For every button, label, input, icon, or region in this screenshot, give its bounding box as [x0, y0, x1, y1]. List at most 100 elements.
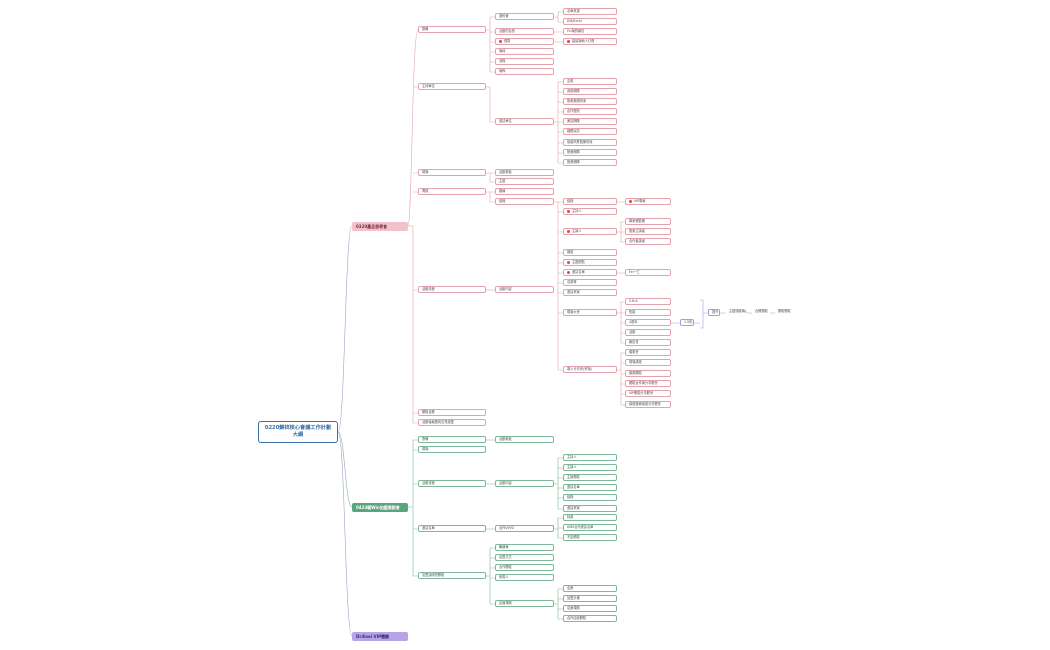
- mind-node[interactable]: 活動內容: [495, 480, 554, 487]
- mind-node[interactable]: 場佈: [495, 68, 554, 75]
- category-franchise-expo[interactable]: 0423暖Win加盟展說會: [352, 503, 408, 512]
- mind-node[interactable]: 籌備: [418, 436, 486, 443]
- mind-node[interactable]: 路線: [495, 188, 554, 195]
- mind-node[interactable]: 主題觀點: [563, 259, 617, 266]
- mind-node[interactable]: 專家經驗團: [625, 218, 671, 225]
- mind-node[interactable]: 體驗體驗: [775, 309, 793, 316]
- mind-node[interactable]: 主講體驗: [563, 474, 617, 481]
- mind-node[interactable]: 流程: [495, 58, 554, 65]
- mind-node[interactable]: 提升: [708, 309, 720, 316]
- mind-node[interactable]: 媒體採訪: [563, 128, 617, 135]
- mind-node[interactable]: 來賓人: [495, 574, 554, 581]
- mind-node[interactable]: 現場大會: [563, 309, 617, 316]
- mind-node[interactable]: 店數: [563, 585, 617, 592]
- mind-node[interactable]: 專人分享會(會場): [563, 366, 617, 373]
- mind-node[interactable]: 醫美團隊: [563, 149, 617, 156]
- mind-node[interactable]: 醫美主講者: [625, 228, 671, 235]
- mind-node[interactable]: 4週年: [625, 319, 671, 326]
- mind-node[interactable]: 保健商業醫療資深: [563, 139, 617, 146]
- mind-node[interactable]: 現場: [418, 446, 486, 453]
- mind-node-label: 主題觀點: [572, 260, 585, 264]
- mind-node[interactable]: 主題: [495, 178, 554, 185]
- mind-node[interactable]: 特邀: [563, 514, 617, 521]
- mind-node[interactable]: 主持人: [563, 454, 617, 461]
- mind-node[interactable]: 合作店面體驗: [563, 615, 617, 622]
- mind-node[interactable]: 合照體驗: [752, 309, 770, 316]
- mind-node-label: 邀請名單: [572, 270, 585, 274]
- mind-node[interactable]: 活動看板: [495, 436, 554, 443]
- mind-node-label: 主持人: [572, 209, 582, 213]
- mind-node[interactable]: 美容團隊: [563, 118, 617, 125]
- mind-node[interactable]: 報告會: [625, 339, 671, 346]
- mind-node[interactable]: 籌備: [418, 26, 486, 33]
- mind-node[interactable]: 主講人: [563, 228, 617, 235]
- mind-node[interactable]: 聯絡單: [495, 544, 554, 551]
- mind-node[interactable]: 店面規劃: [563, 605, 617, 612]
- mind-node[interactable]: 店面規劃: [495, 600, 554, 607]
- mind-node[interactable]: 合作VIP/D: [495, 525, 554, 532]
- mind-node[interactable]: 嘉賓: [563, 78, 617, 85]
- mind-node[interactable]: 議程: [495, 198, 554, 205]
- mind-node[interactable]: Fin場的屬性: [563, 28, 617, 35]
- mind-node[interactable]: 知能: [625, 309, 671, 316]
- mind-node[interactable]: 問觀: [418, 188, 486, 195]
- mind-node[interactable]: 名單來源: [563, 8, 617, 15]
- mind-node[interactable]: 現場: [418, 169, 486, 176]
- mind-node[interactable]: 邀請來賓: [563, 505, 617, 512]
- mind-node[interactable]: 現場講座: [625, 359, 671, 366]
- mind-node[interactable]: 建議場地人付費: [563, 38, 617, 45]
- priority-icon: [567, 39, 570, 43]
- mind-node[interactable]: 合作醫院: [563, 108, 617, 115]
- mind-node[interactable]: 活動流程: [418, 286, 486, 293]
- mind-node[interactable]: 醫美集團資深: [563, 98, 617, 105]
- mind-node[interactable]: 邀約管: [495, 13, 554, 20]
- mind-node[interactable]: 加盟說明的體驗: [418, 572, 486, 579]
- mind-node[interactable]: 嘉賓等: [563, 279, 617, 286]
- mind-node[interactable]: 邀請單位: [495, 118, 554, 125]
- mind-node[interactable]: 頒獎體驗: [625, 370, 671, 377]
- mind-node[interactable]: 議程: [563, 198, 617, 205]
- mind-node[interactable]: DM/Excel: [563, 18, 617, 25]
- mind-node[interactable]: 議程: [563, 494, 617, 501]
- mind-node[interactable]: 加盟方式: [495, 554, 554, 561]
- mind-node[interactable]: 場地: [495, 48, 554, 55]
- mind-node[interactable]: 1.5份: [680, 319, 694, 326]
- mind-node[interactable]: 貴賓團隊: [563, 88, 617, 95]
- mind-node[interactable]: 活動: [625, 329, 671, 336]
- mind-node[interactable]: 不簽體驗: [563, 534, 617, 541]
- mind-node[interactable]: 保健醫療保健分享體會: [625, 401, 671, 408]
- mind-node[interactable]: 邀請名單: [563, 484, 617, 491]
- mind-node[interactable]: 主持人: [563, 208, 617, 215]
- mind-node[interactable]: VIP體驗分享體會: [625, 390, 671, 397]
- mind-node[interactable]: 體驗合體: [418, 409, 486, 416]
- mind-node[interactable]: 加盟計畫: [563, 595, 617, 602]
- mind-node[interactable]: 主持單位: [418, 83, 486, 90]
- mind-node[interactable]: 活動流程: [418, 480, 486, 487]
- mind-node-label: 預算: [504, 39, 511, 43]
- mind-node-label: 主講人: [572, 229, 582, 233]
- root-node[interactable]: 0220錦祥核心會議工作計劃大綱: [258, 421, 338, 443]
- category-product-launch[interactable]: 0320產品發表會: [352, 222, 408, 231]
- mind-node[interactable]: 預算: [495, 38, 554, 45]
- mind-node[interactable]: 邀請名單: [563, 269, 617, 276]
- mind-node[interactable]: 邀請名單: [418, 525, 486, 532]
- mind-node[interactable]: 合作體驗: [495, 564, 554, 571]
- mind-node[interactable]: 審閱: [563, 249, 617, 256]
- mind-node[interactable]: 主講人: [563, 464, 617, 471]
- category-vip-experience[interactable]: Dr.Kooi VIP體驗: [352, 632, 408, 641]
- mind-node[interactable]: VIP專屬: [625, 198, 671, 205]
- mind-node[interactable]: 主題頒獎典禮: [726, 309, 746, 316]
- mind-node[interactable]: 活動的目的: [495, 28, 554, 35]
- mind-node[interactable]: Fin一仁: [625, 269, 671, 276]
- mind-node[interactable]: 合作者講者: [625, 238, 671, 245]
- mind-node[interactable]: 邀請來賓: [563, 289, 617, 296]
- mind-node[interactable]: 活動後續寶貴意見彙整: [418, 419, 486, 426]
- mind-node[interactable]: DMS合作邀請名單: [563, 524, 617, 531]
- mind-node[interactable]: 頒獎會: [625, 349, 671, 356]
- mind-node[interactable]: 醫美團隊: [563, 159, 617, 166]
- mind-node[interactable]: S.N.A: [625, 298, 671, 305]
- mind-node[interactable]: 活動內容: [495, 286, 554, 293]
- mind-node[interactable]: 體驗合作與分享體會: [625, 380, 671, 387]
- mind-node[interactable]: 活動看板: [495, 169, 554, 176]
